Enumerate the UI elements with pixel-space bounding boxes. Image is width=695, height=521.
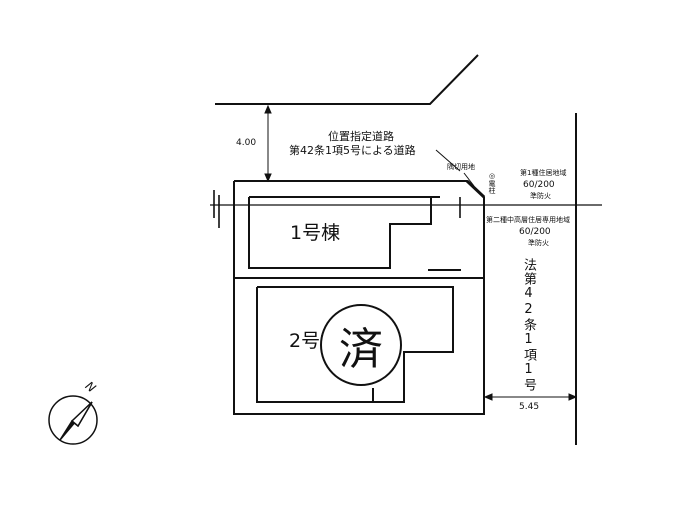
building-1-label: 1号棟 — [290, 222, 341, 244]
road-width-top-label: 4.00 — [236, 138, 257, 148]
zoning-upper-name: 第1種住居地域 — [520, 169, 567, 177]
corner-cut-label: 隅切用地 — [447, 163, 475, 171]
building-2-outline — [256, 286, 454, 403]
zoning-lower-ratio: 60/200 — [519, 227, 551, 237]
utility-pole-label: ◎電柱 — [488, 172, 496, 194]
road-label-leader — [435, 149, 461, 172]
north-arrow — [48, 395, 98, 445]
zoning-lower-fire: 準防火 — [528, 239, 549, 247]
corner-cut-line — [465, 179, 486, 199]
lot-boundary — [233, 180, 485, 415]
zoning-upper-ratio: 60/200 — [523, 180, 555, 190]
road-width-right-label: 5.45 — [519, 402, 540, 412]
designated-road-label-line2: 第42条1項5号による道路 — [289, 144, 416, 157]
road-upper-edge — [215, 54, 479, 105]
sold-stamp: 済 — [320, 304, 402, 386]
corner-cut-leader — [463, 172, 475, 187]
designated-road-label-line1: 位置指定道路 — [328, 130, 394, 143]
zoning-lower-name: 第二種中高層住居専用地域 — [486, 216, 570, 224]
road-right-vertical-label: 法第42条1項1号 — [521, 258, 536, 392]
zoning-upper-fire: 準防火 — [530, 192, 551, 200]
